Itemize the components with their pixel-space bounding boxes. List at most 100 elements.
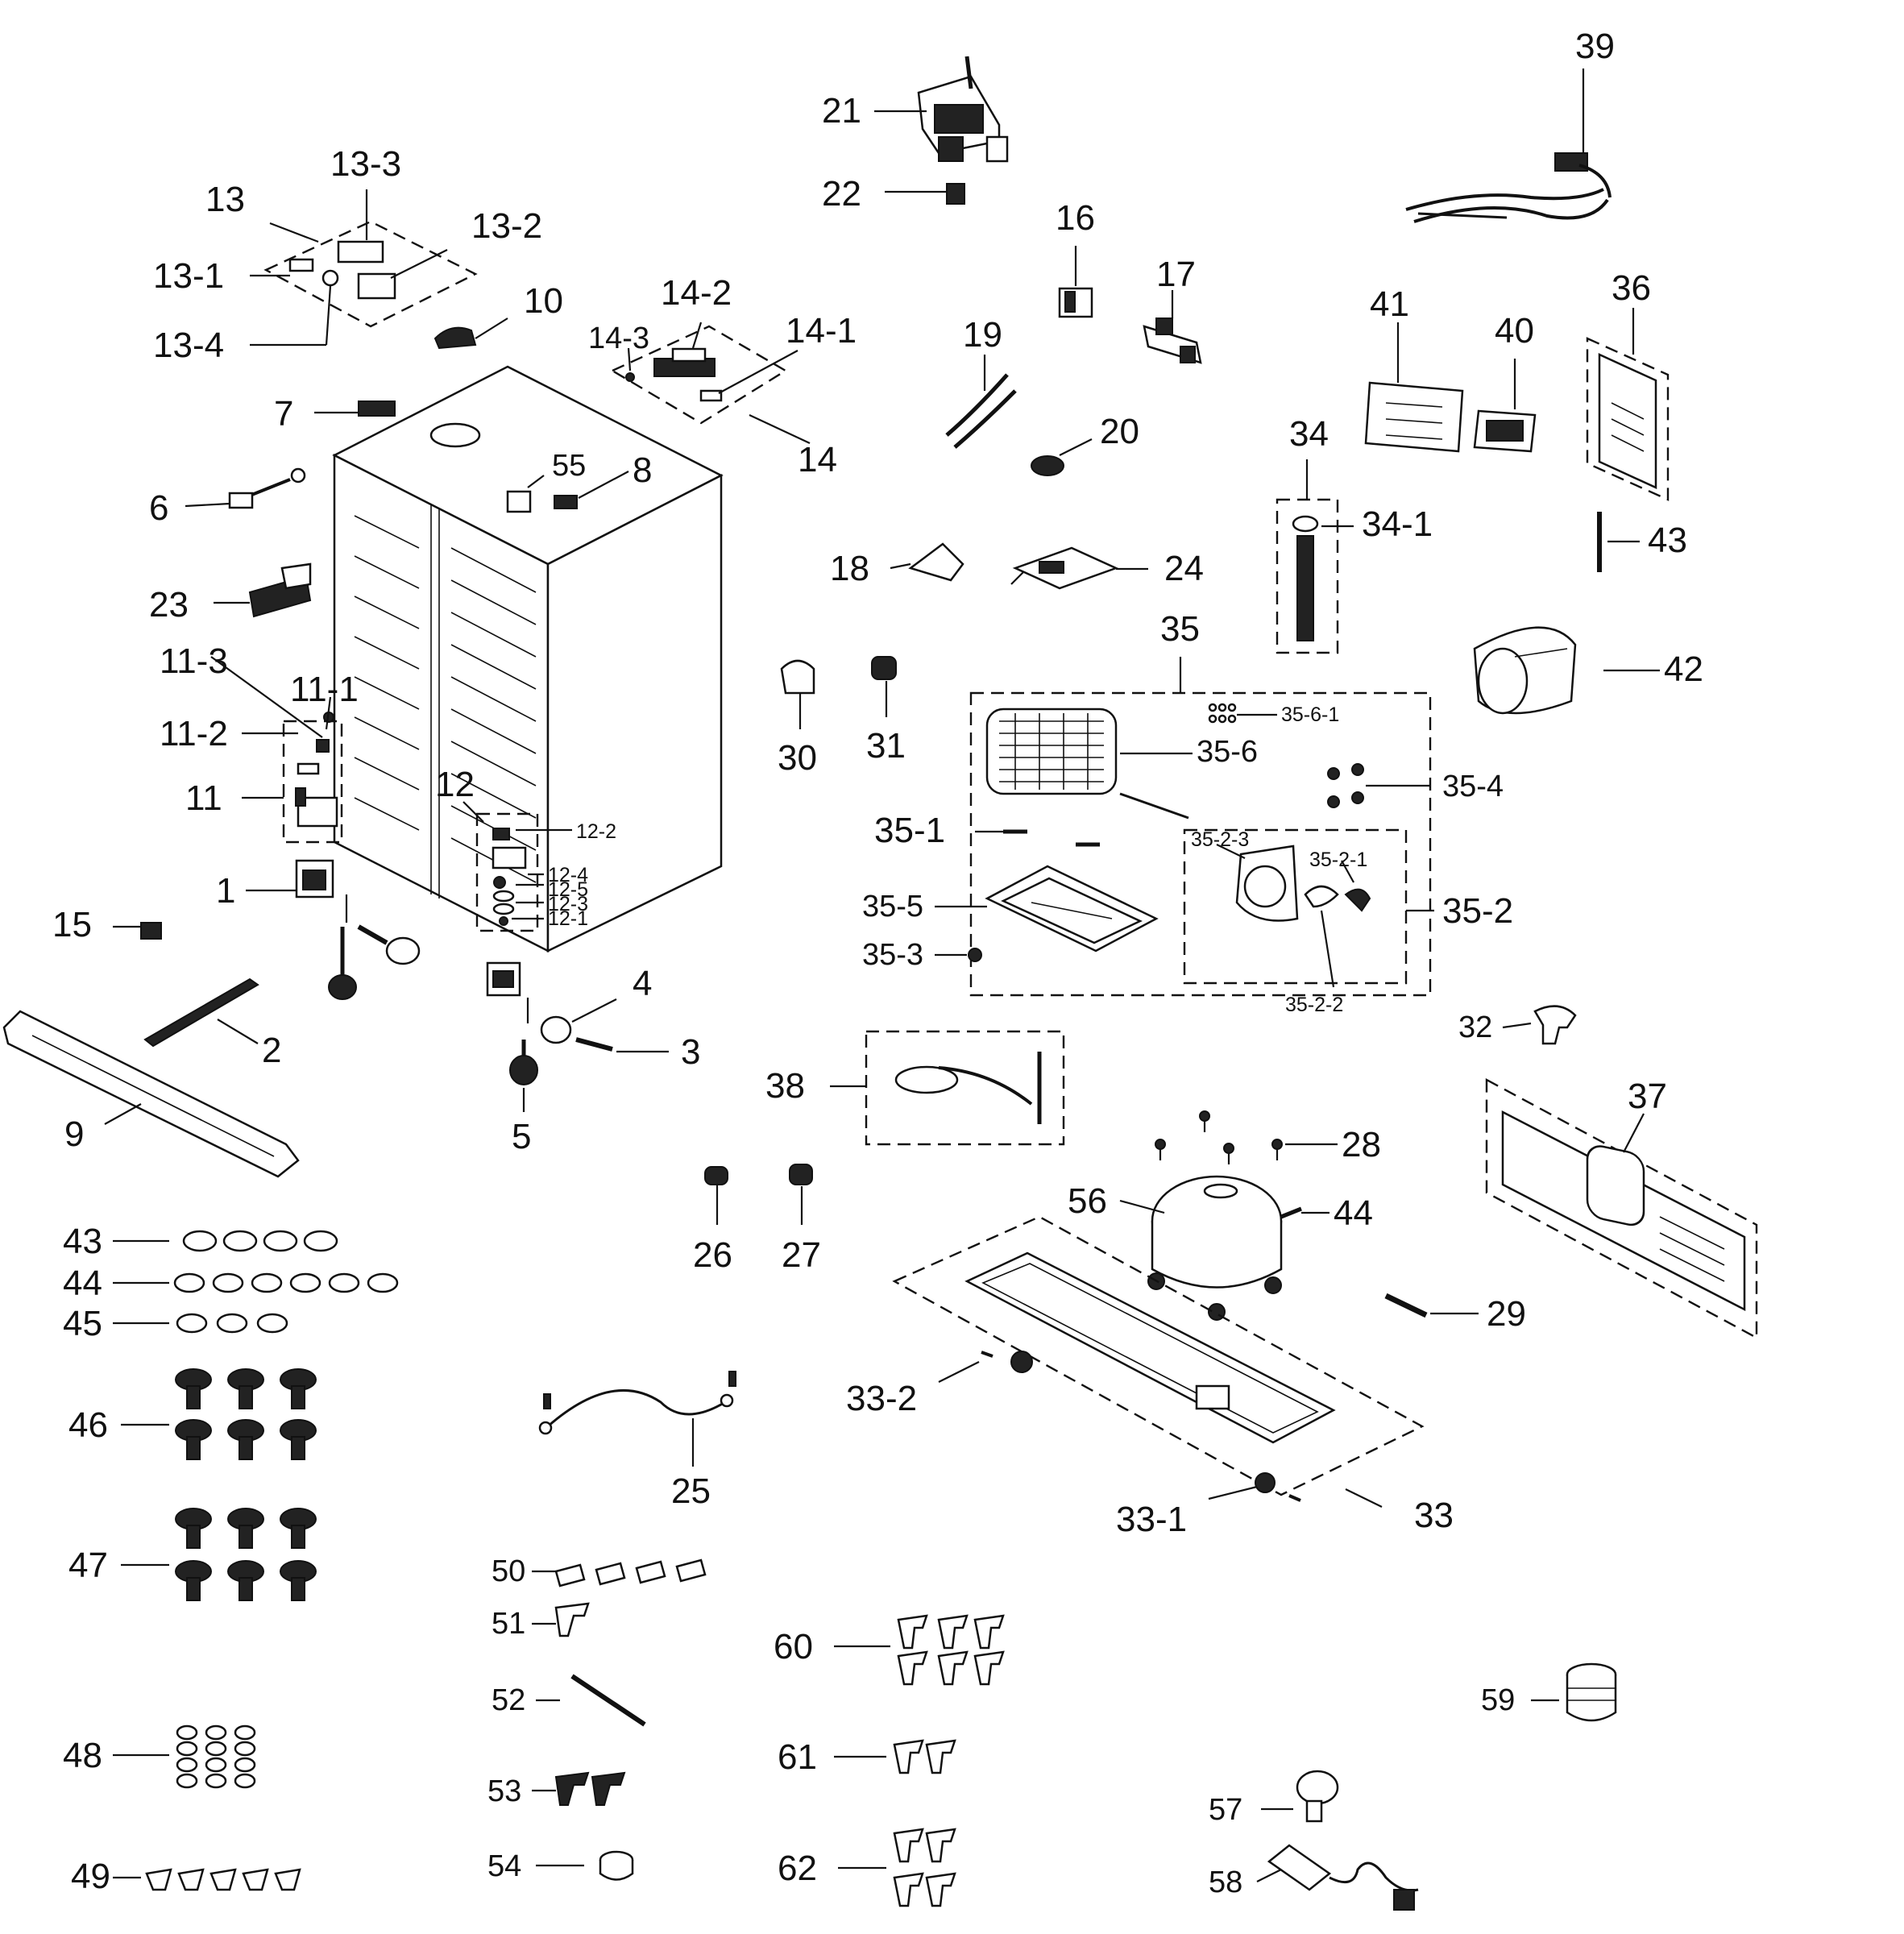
- screws-53: [554, 1771, 626, 1806]
- callout-35-4: 35-4: [1442, 770, 1504, 803]
- part-31-grommet: [871, 656, 897, 680]
- callout-11: 11: [185, 778, 222, 818]
- part-17-bracket: [1143, 317, 1202, 364]
- part-12-hinge: [492, 828, 527, 926]
- part-21-water-valve: [917, 56, 1009, 163]
- part-35-6-evaporator: [985, 708, 1189, 820]
- part-52-rod: [570, 1674, 646, 1727]
- callout-14: 14: [798, 440, 837, 479]
- part-23-bracket: [248, 562, 312, 618]
- callout-38: 38: [765, 1066, 805, 1106]
- callout-51: 51: [492, 1607, 525, 1641]
- callout-59: 59: [1481, 1683, 1515, 1717]
- callout-34-1: 34-1: [1362, 504, 1433, 544]
- part-7: [358, 400, 396, 417]
- screws-44: [173, 1272, 399, 1293]
- callout-11-2: 11-2: [160, 714, 228, 753]
- screws-62: [893, 1828, 956, 1907]
- callout-10: 10: [524, 281, 563, 321]
- callout-2: 2: [262, 1031, 281, 1070]
- callout-40: 40: [1495, 311, 1534, 351]
- screws-45: [176, 1313, 288, 1334]
- part-1-caster-bracket: [295, 859, 334, 899]
- part-35-4-screws: [1327, 763, 1364, 808]
- callout-47: 47: [68, 1546, 108, 1585]
- dashed-box-13: [263, 220, 478, 328]
- part-15-screw: [140, 922, 162, 940]
- callout-9: 9: [64, 1114, 84, 1154]
- callout-14-2: 14-2: [661, 273, 732, 313]
- callout-46: 46: [68, 1405, 108, 1445]
- screws-48: [176, 1724, 256, 1789]
- part-57-knob: [1296, 1770, 1339, 1823]
- screws-47: [175, 1508, 317, 1601]
- part-16-clip: [1058, 287, 1093, 318]
- callout-33-2: 33-2: [846, 1379, 917, 1418]
- part-10: [433, 326, 477, 350]
- dashed-box-12: [475, 812, 539, 932]
- callout-14-1: 14-1: [786, 311, 857, 351]
- callout-44: 44: [63, 1264, 102, 1303]
- callout-39: 39: [1575, 27, 1615, 66]
- callout-33-1: 33-1: [1116, 1500, 1187, 1539]
- callout-53: 53: [487, 1774, 521, 1808]
- callout-11-1: 11-1: [290, 670, 359, 709]
- callout-43: 43: [63, 1222, 102, 1261]
- part-19-tubes: [945, 373, 1017, 449]
- part-35-3-nut: [968, 948, 982, 962]
- part-58-sensor-cable: [1267, 1844, 1419, 1911]
- callout-21: 21: [822, 91, 861, 131]
- callout-49: 49: [71, 1857, 110, 1896]
- callout-62: 62: [778, 1849, 817, 1888]
- callout-44-compressor: 44: [1334, 1193, 1373, 1233]
- part-39-wire-harness: [1405, 152, 1612, 223]
- part-5-leveling-foot: [509, 1040, 538, 1085]
- part-20: [1031, 455, 1064, 476]
- part-2-strip: [143, 977, 259, 1048]
- callout-1: 1: [216, 871, 235, 911]
- callout-35-5: 35-5: [862, 890, 923, 923]
- callout-16: 16: [1056, 198, 1095, 238]
- callout-35-2: 35-2: [1442, 891, 1513, 931]
- callout-31: 31: [866, 726, 906, 766]
- callout-60: 60: [774, 1627, 813, 1666]
- callout-12-1: 12-1: [548, 907, 588, 930]
- callout-12-2: 12-2: [576, 820, 616, 843]
- callout-35-2-2: 35-2-2: [1285, 994, 1343, 1016]
- part-25-ground-wire: [538, 1371, 736, 1435]
- callout-48: 48: [63, 1736, 102, 1775]
- callout-35-6: 35-6: [1197, 735, 1258, 769]
- part-36-cover: [1598, 353, 1657, 489]
- part-38-tube: [894, 1052, 1042, 1124]
- callout-30: 30: [778, 738, 817, 778]
- callout-13-1: 13-1: [153, 256, 224, 296]
- part-54-cap: [599, 1850, 634, 1881]
- callout-11-3: 11-3: [160, 641, 228, 681]
- screws-61: [893, 1739, 956, 1774]
- part-14-hinge: [625, 347, 723, 402]
- callout-13: 13: [205, 180, 245, 219]
- callout-37: 37: [1628, 1077, 1667, 1116]
- callout-5: 5: [512, 1117, 531, 1156]
- part-35-6-1-screws: [1208, 703, 1237, 724]
- part-9-base-grille: [2, 1010, 300, 1178]
- part-59-cap: [1566, 1662, 1617, 1722]
- dashed-box-37: [1485, 1077, 1758, 1340]
- callout-61: 61: [778, 1737, 817, 1777]
- callout-35: 35: [1160, 609, 1200, 649]
- callout-35-3: 35-3: [862, 938, 923, 972]
- callout-8: 8: [633, 450, 652, 490]
- part-6-sensor: [228, 467, 306, 509]
- callout-24: 24: [1164, 549, 1204, 588]
- callout-26: 26: [693, 1235, 732, 1275]
- callout-36: 36: [1612, 268, 1651, 308]
- dashed-box-14: [610, 325, 788, 425]
- screws-50: [554, 1558, 707, 1587]
- part-8: [554, 495, 578, 509]
- callout-13-4: 13-4: [153, 326, 224, 365]
- dashed-box-11: [282, 720, 343, 844]
- part-35-5-drain-tray: [985, 865, 1159, 952]
- callout-50: 50: [492, 1554, 525, 1588]
- dashed-box-35-2: [1183, 828, 1408, 985]
